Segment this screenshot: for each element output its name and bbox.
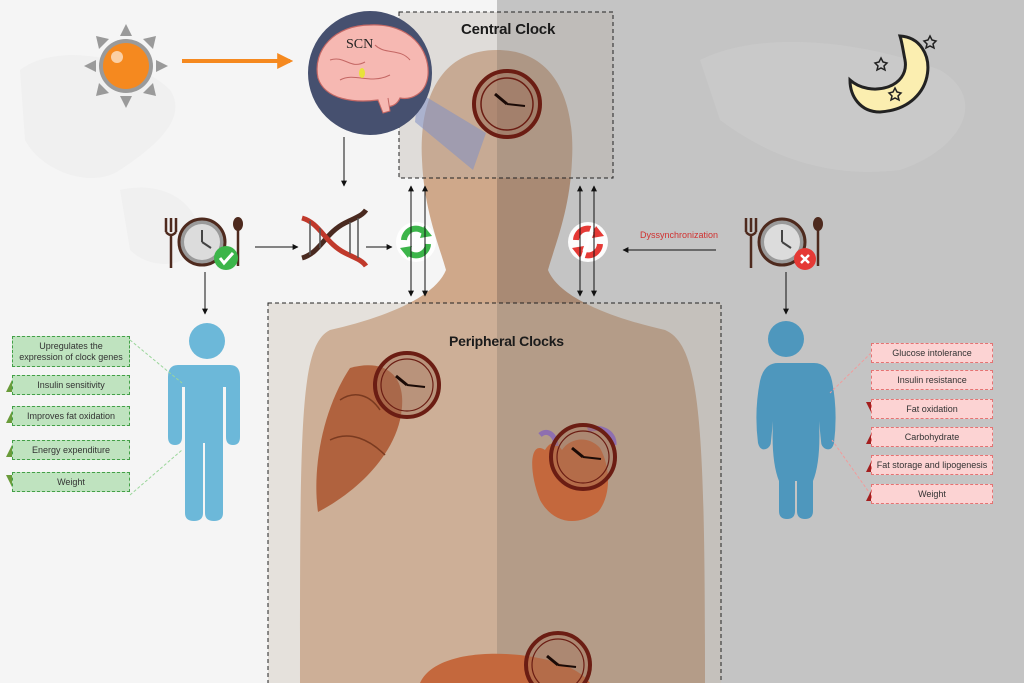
- desync-icon: [568, 222, 608, 262]
- healthy-effect-item: Energy expenditure: [12, 440, 130, 460]
- moon-icon: [848, 34, 938, 114]
- sun-icon: [84, 24, 168, 108]
- unhealthy-effect-item: Insulin resistance: [871, 370, 993, 390]
- clock-icon-liver: [524, 631, 592, 683]
- faint-map-shapes-right: [700, 41, 966, 172]
- meal-clock-healthy-icon: [164, 217, 243, 270]
- unhealthy-person-icon: [756, 321, 836, 519]
- sync-icon: [396, 222, 436, 262]
- healthy-effect-item: Insulin sensitivity: [12, 375, 130, 395]
- unhealthy-effect-item: Fat storage and lipogenesis: [871, 455, 993, 475]
- unhealthy-effect-item: Glucose intolerance: [871, 343, 993, 363]
- dyssynchronization-label: Dyssynchronization: [640, 230, 719, 240]
- scn-brain-icon: [308, 11, 486, 170]
- meal-clock-unhealthy-icon: [744, 217, 823, 270]
- healthy-effect-item: Weight: [12, 472, 130, 492]
- central-clock-icon: [472, 69, 542, 139]
- healthy-person-icon: [168, 323, 240, 521]
- central-clock-label: Central Clock: [461, 21, 556, 38]
- body-silhouette: [300, 50, 705, 683]
- healthy-effect-item: Improves fat oxidation: [12, 406, 130, 426]
- unhealthy-effect-item: Fat oxidation: [871, 399, 993, 419]
- peripheral-clocks-label: Peripheral Clocks: [449, 333, 564, 349]
- scn-label: SCN: [346, 37, 374, 52]
- clock-icon-muscle: [373, 351, 441, 419]
- healthy-effect-item: Upregulates the expression of clock gene…: [12, 336, 130, 367]
- unhealthy-effect-item: Weight: [871, 484, 993, 504]
- liver-icon: [420, 653, 590, 683]
- clock-icon-heart: [549, 423, 617, 491]
- dna-icon: [301, 208, 369, 268]
- unhealthy-effect-item: Carbohydrate: [871, 427, 993, 447]
